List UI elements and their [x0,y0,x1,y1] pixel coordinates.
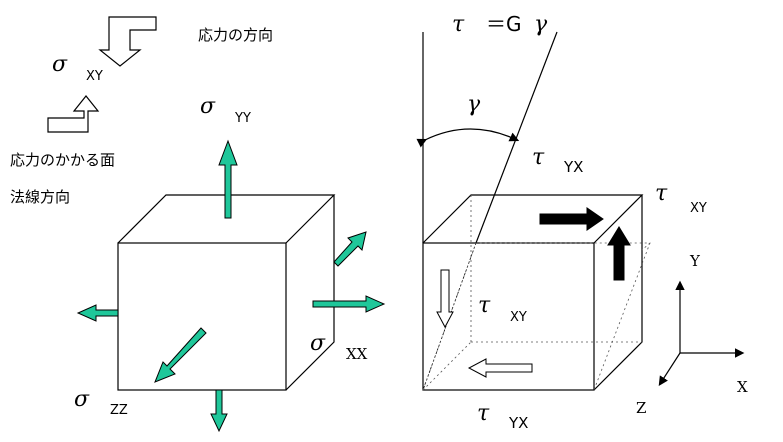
sigma-xx-symbol: σ [310,331,326,356]
tau-equation-symbol: τ [452,12,465,37]
sigma-xx-subscript: XX [346,345,368,363]
shear-arrows-outline [436,269,533,378]
sigma-down-arrow-icon [210,389,228,433]
tau-yx-top-symbol: τ [532,145,545,170]
tau-bottom-arrow-icon [467,358,533,378]
gamma-angle-symbol: γ [467,92,481,117]
sigma-xy-subscript: XY [86,69,103,84]
tau-top-arrow-icon [539,207,604,231]
tau-yx-top-subscript: YX [563,158,583,176]
tau-xy-inner-symbol: τ [478,293,491,318]
tau-right-arrow-icon [607,226,631,281]
right-cube [422,194,644,391]
tau-yx-bottom-subscript: YX [508,414,528,432]
stress-direction-label: 応力の方向 [198,26,273,44]
tau-xy-right-subscript: XY [690,201,707,216]
sheared-shape-dashed [422,195,651,391]
sigma-yy-arrow-icon [218,139,238,219]
normal-stress-arrows [76,139,386,433]
sigma-back-arrow-icon [333,231,367,267]
tau-left-arrow-icon [436,269,454,329]
tau-yx-bottom-symbol: τ [477,401,490,426]
equation-rhs: ＝G [486,12,522,36]
axis-x-label: X [737,378,748,396]
coordinate-axes [658,280,745,387]
sigma-zz-symbol: σ [74,387,90,412]
gamma-equation-symbol: γ [534,12,548,37]
left-cube [117,194,336,391]
stress-direction-bent-arrow-icon [98,16,157,67]
sigma-zz-arrow-icon [154,327,207,383]
sigma-xx-arrow-icon [312,295,386,313]
axis-y-label: Y [689,252,701,270]
shear-arrows-solid [539,207,631,281]
axis-z-label: Z [636,399,646,417]
normal-direction-label: 法線方向 [10,188,70,206]
surface-direction-bent-arrow-icon [47,95,100,133]
gamma-angle-arc [416,128,520,148]
sigma-xy-symbol: σ [52,52,68,77]
stress-surface-label: 応力のかかる面 [10,151,115,169]
tau-xy-right-symbol: τ [655,181,668,206]
sigma-left-arrow-icon [76,304,119,322]
sigma-yy-symbol: σ [200,94,216,119]
sigma-yy-subscript: YY [234,111,251,126]
tau-xy-inner-subscript: XY [510,310,527,325]
z-axis-line [658,352,681,387]
sigma-zz-subscript: ZZ [110,403,128,418]
sheared-line [475,31,558,244]
